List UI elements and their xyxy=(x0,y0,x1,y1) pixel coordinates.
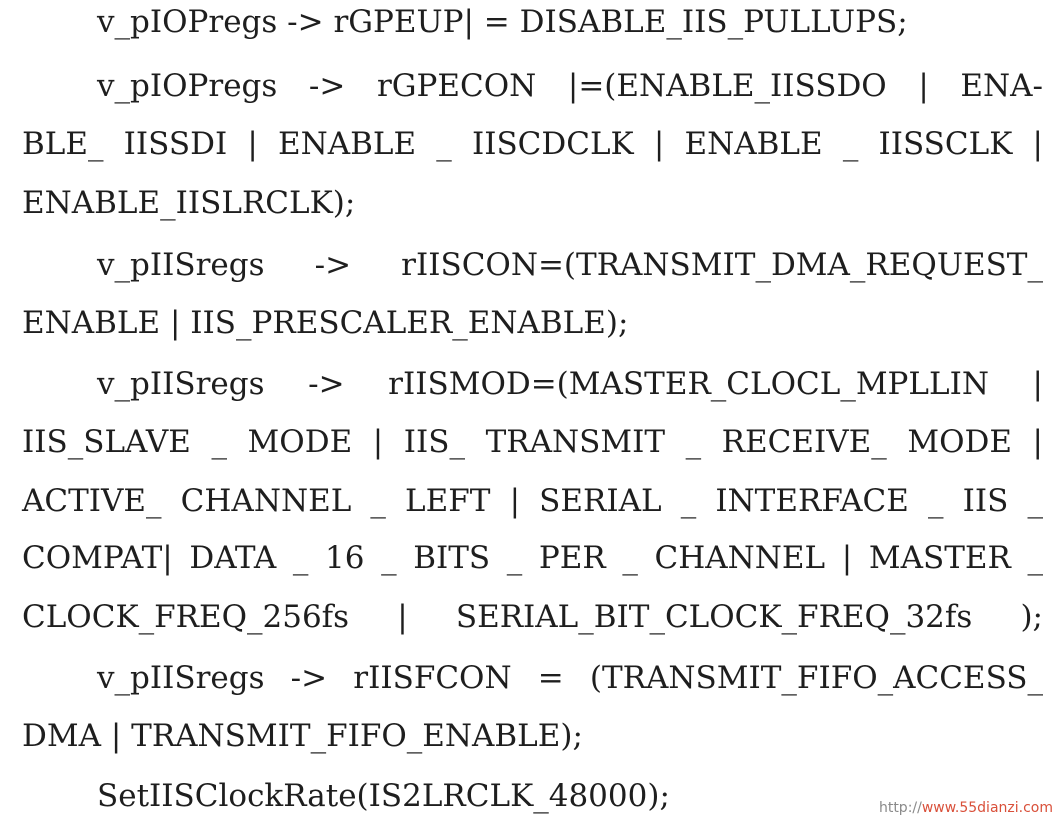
code-line-11: CLOCK_FREQ_256fs | SERIAL_BIT_CLOCK_FREQ… xyxy=(22,599,1043,635)
code-line-5: v_pIISregs -> rIISCON=(TRANSMIT_DMA_REQU… xyxy=(97,247,1043,283)
code-line-2: v_pIOPregs -> rGPECON |=(ENABLE_IISSDO |… xyxy=(97,68,1043,104)
watermark-url: www.55dianzi.com xyxy=(921,800,1053,816)
code-line-8: IIS_SLAVE _ MODE | IIS_ TRANSMIT _ RECEI… xyxy=(22,424,1043,460)
code-line-14: SetIISClockRate(IS2LRCLK_48000); xyxy=(97,778,670,814)
code-line-1: v_pIOPregs -> rGPEUP| = DISABLE_IIS_PULL… xyxy=(97,4,908,40)
code-line-13: DMA | TRANSMIT_FIFO_ENABLE); xyxy=(22,718,583,754)
watermark: http://www.55dianzi.com xyxy=(879,800,1053,816)
code-line-10: COMPAT| DATA _ 16 _ BITS _ PER _ CHANNEL… xyxy=(22,540,1043,576)
code-line-9: ACTIVE_ CHANNEL _ LEFT | SERIAL _ INTERF… xyxy=(22,483,1043,519)
code-line-4: ENABLE_IISLRCLK); xyxy=(22,185,356,221)
code-line-12: v_pIISregs -> rIISFCON = (TRANSMIT_FIFO_… xyxy=(97,660,1043,696)
code-line-7: v_pIISregs -> rIISMOD=(MASTER_CLOCL_MPLL… xyxy=(97,366,1043,402)
code-line-3: BLE_ IISSDI | ENABLE _ IISCDCLK | ENABLE… xyxy=(22,126,1043,162)
watermark-prefix: http:// xyxy=(878,800,922,816)
code-line-6: ENABLE | IIS_PRESCALER_ENABLE); xyxy=(22,305,629,341)
